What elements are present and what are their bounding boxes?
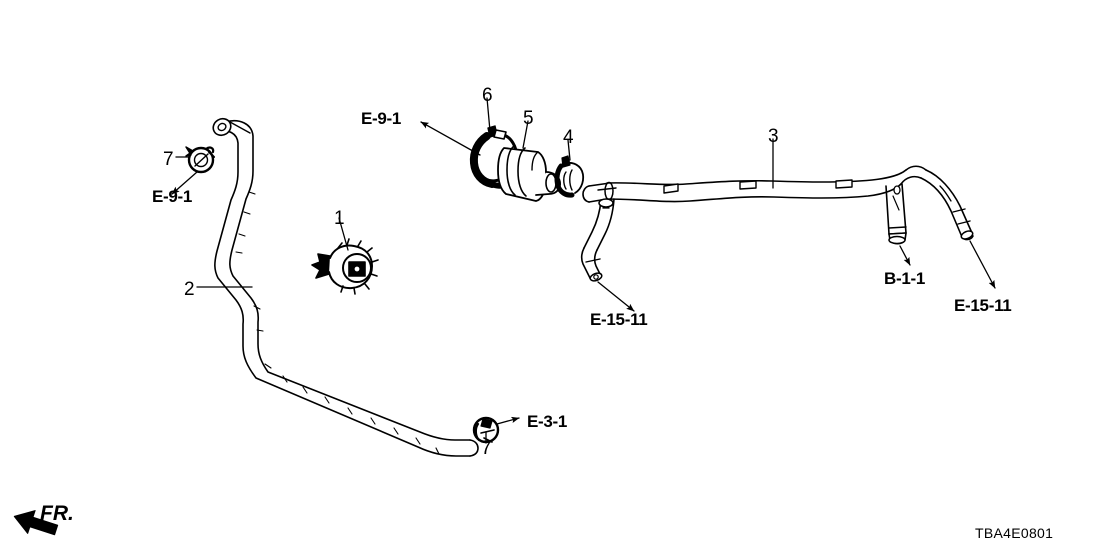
callout-ref-e-9-1-mid: E-9-1: [361, 109, 402, 128]
leader-e-15-11-mid: [597, 281, 635, 312]
rubber-connector-5: [497, 145, 562, 202]
hose-end-grommet: [212, 117, 251, 137]
callout-ref-e-15-11-mid: E-15-11: [590, 310, 648, 329]
callout-item-3: 3: [768, 126, 779, 147]
callout-ref-e-9-1-left: E-9-1: [152, 187, 193, 206]
leader-e-15-11-right: [969, 240, 996, 289]
callout-item-4: 4: [563, 127, 574, 148]
front-direction-label: FR.: [40, 502, 74, 525]
hose-clamp-7-left: [185, 146, 215, 174]
part-number-label: TBA4E0801: [975, 525, 1054, 541]
leader-e-9-1-mid: [420, 121, 481, 156]
callout-item-2: 2: [184, 279, 195, 300]
leader-e-9-1-left: [171, 171, 198, 195]
leader-item-4: [567, 139, 571, 161]
hose-clamp-7-bottom: [472, 416, 500, 444]
callout-item-5: 5: [523, 108, 534, 129]
callout-ref-e-15-11-right: E-15-11: [954, 296, 1012, 315]
breather-pipe-branch-left: [580, 187, 617, 282]
callout-item-1: 1: [334, 208, 345, 229]
callout-ref-e-3-1: E-3-1: [527, 412, 568, 431]
callout-item-7-left: 7: [163, 149, 174, 170]
callout-ref-b-1-1: B-1-1: [884, 269, 926, 288]
callout-item-6: 6: [482, 85, 493, 106]
leader-item-5: [522, 120, 529, 149]
breather-hose-part2: [214, 120, 479, 457]
breather-pipe-part3: [582, 165, 974, 245]
leader-item-6: [486, 97, 491, 132]
front-direction-arrow: [13, 510, 59, 536]
leader-e-3-1: [496, 416, 520, 425]
hose-clamp-4: [554, 155, 585, 198]
hose-clip-1: [311, 238, 379, 295]
leader-b-1-1: [899, 245, 911, 266]
leader-item-1: [338, 217, 349, 251]
callout-item-7-bottom: 7: [481, 438, 492, 459]
